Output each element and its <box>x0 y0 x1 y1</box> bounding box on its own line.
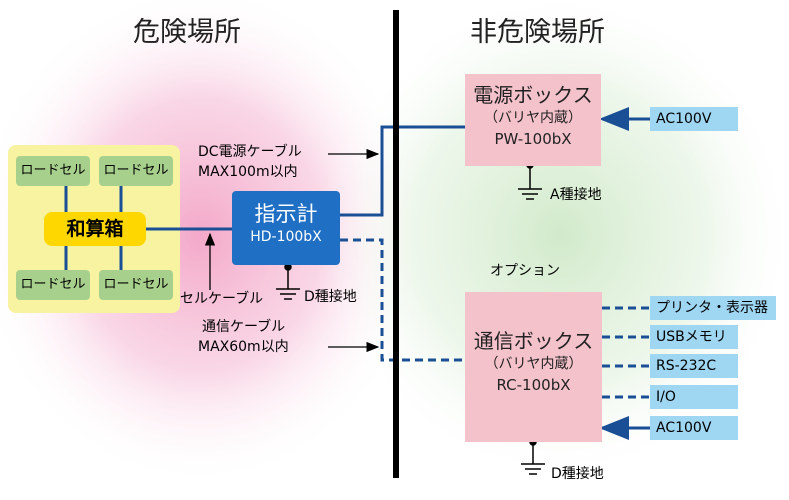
comm-box-ground-label: D種接地 <box>551 466 604 482</box>
dc-power-cable-limit: MAX100m以内 <box>198 164 298 180</box>
load-cell-bottom-left: ロードセル <box>16 270 90 300</box>
comm-box-subtitle: （バリヤ内蔵） <box>484 356 583 372</box>
junction-box: 和算箱 <box>44 212 146 246</box>
output-printer-display: プリンタ・表示器 <box>650 296 776 320</box>
hazardous-zone-title: 危険場所 <box>133 17 241 48</box>
option-label: オプション <box>490 263 560 279</box>
indicator-ground-label: D種接地 <box>304 289 357 305</box>
comm-box-ac-input: AC100V <box>650 416 738 440</box>
output-rs232c: RS-232C <box>650 354 738 378</box>
indicator-model: HD-100bX <box>250 229 322 245</box>
ground-indicator-symbol <box>276 263 300 300</box>
load-cell-top-left: ロードセル <box>16 156 90 186</box>
output-usb-memory: USBメモリ <box>650 325 738 349</box>
indicator-title: 指示計 <box>254 202 318 226</box>
comm-cable-label: 通信ケーブル <box>202 319 286 335</box>
comm-box-model: RC-100bX <box>496 376 571 394</box>
non-hazardous-zone-title: 非危険場所 <box>470 17 605 48</box>
power-box-title: 電源ボックス <box>473 83 593 107</box>
indicator-box: 指示計 HD-100bX <box>232 191 340 265</box>
dashed-wires <box>340 238 650 399</box>
output-io: I/O <box>650 385 738 409</box>
comm-box-title: 通信ボックス <box>473 329 594 353</box>
load-cell-top-right: ロードセル <box>99 156 173 186</box>
comm-cable-limit: MAX60m以内 <box>198 339 289 355</box>
power-box-ground-label: A種接地 <box>550 187 602 203</box>
comm-box: 通信ボックス （バリヤ内蔵） RC-100bX <box>465 292 602 442</box>
power-box-model: PW-100bX <box>494 130 572 148</box>
dc-power-cable-label: DC電源ケーブル <box>198 144 302 160</box>
solid-wires <box>145 107 650 440</box>
cable-pointer-arrows <box>204 148 380 353</box>
power-box-subtitle: （バリヤ内蔵） <box>484 110 582 126</box>
cell-cable-label: セルケーブル <box>180 291 264 307</box>
power-box: 電源ボックス （バリヤ内蔵） PW-100bX <box>465 74 601 166</box>
power-box-ac-input: AC100V <box>650 107 738 131</box>
load-cell-bottom-right: ロードセル <box>99 270 173 300</box>
